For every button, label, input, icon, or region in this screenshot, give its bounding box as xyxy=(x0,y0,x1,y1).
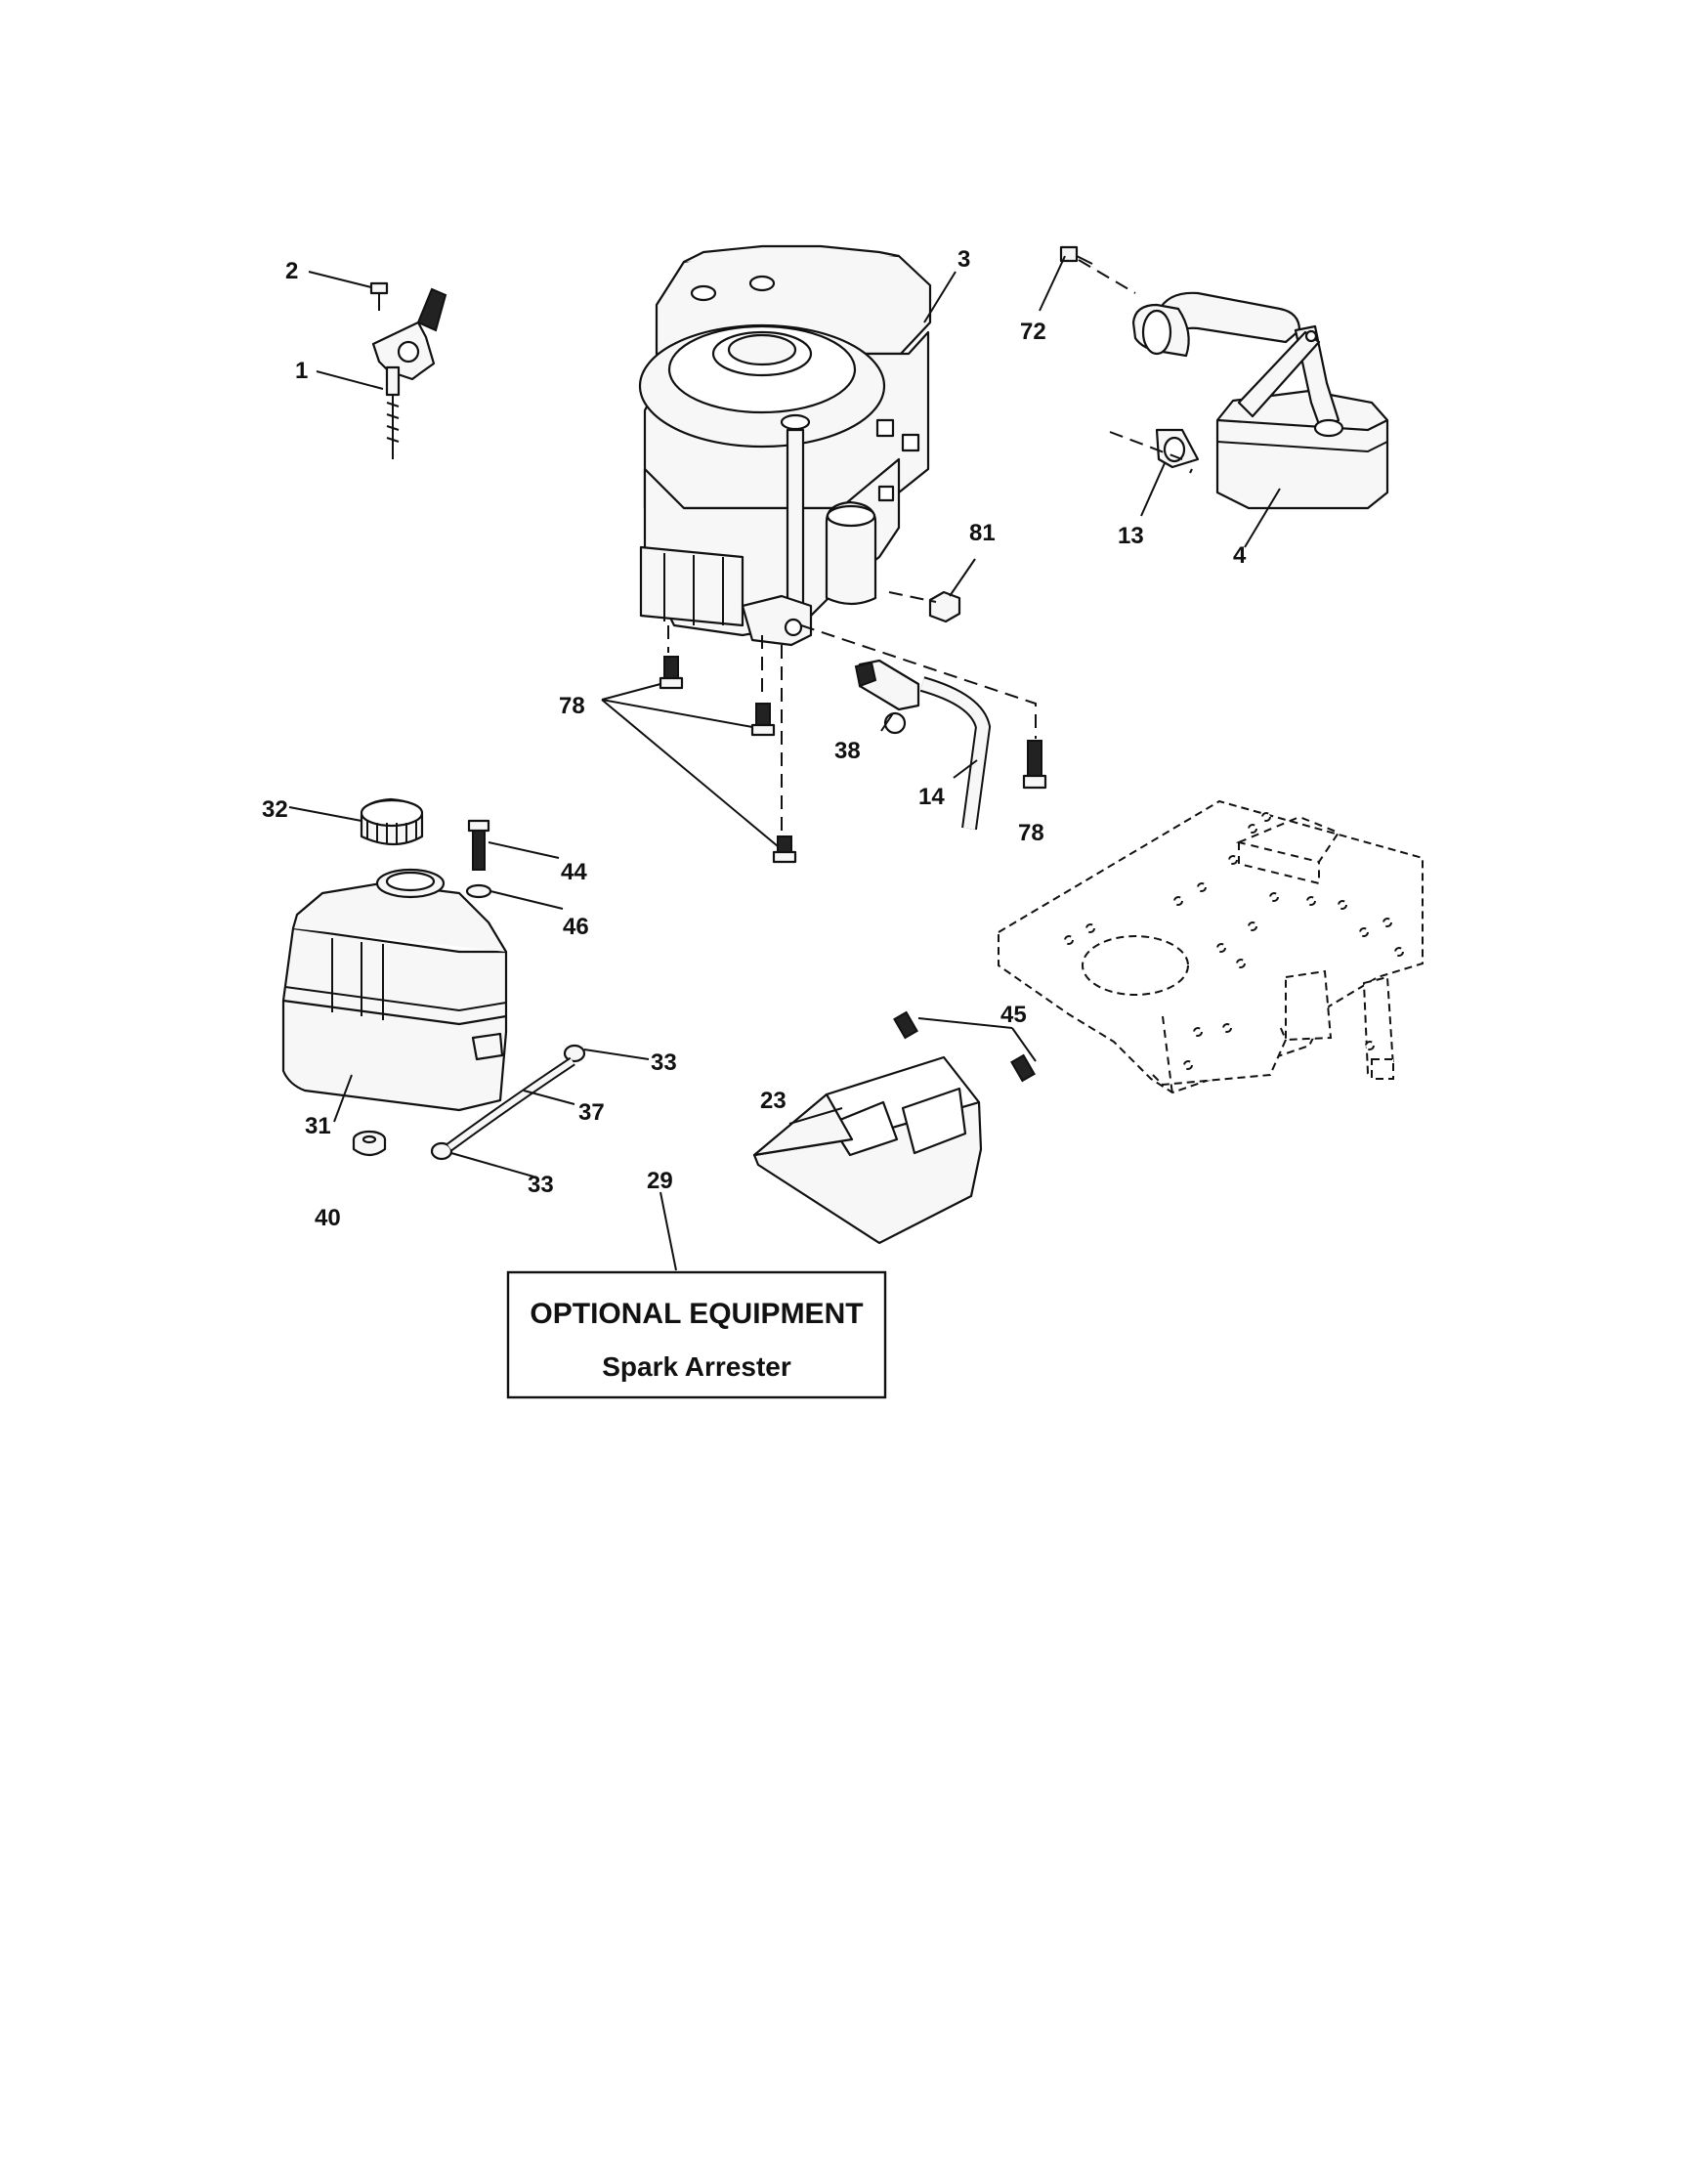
callout-38: 38 xyxy=(834,738,861,764)
callout-33-lower: 33 xyxy=(528,1172,554,1198)
callout-72: 72 xyxy=(1020,319,1046,345)
callout-78-single: 78 xyxy=(1018,820,1044,846)
callout-2: 2 xyxy=(285,258,298,284)
callout-29: 29 xyxy=(647,1168,673,1194)
optional-equipment-title: OPTIONAL EQUIPMENT xyxy=(530,1298,863,1330)
fuel-line-hardware xyxy=(659,590,1047,864)
muffler-assembly xyxy=(1059,245,1389,510)
callout-33-upper: 33 xyxy=(651,1049,677,1076)
callout-13: 13 xyxy=(1118,523,1144,549)
callout-4: 4 xyxy=(1233,542,1247,569)
engine-bolts xyxy=(659,656,1047,864)
callout-32: 32 xyxy=(262,796,288,823)
callout-leader-lines xyxy=(288,255,1281,1271)
fuel-tank-assembly xyxy=(281,797,586,1161)
spark-arrester-label: Spark Arrester xyxy=(602,1351,791,1382)
callout-31: 31 xyxy=(305,1113,331,1139)
callout-81: 81 xyxy=(969,520,996,546)
callout-78-group: 78 xyxy=(559,693,585,719)
heat-shield-bracket xyxy=(752,1010,1036,1245)
callout-23: 23 xyxy=(760,1088,787,1114)
callout-3: 3 xyxy=(957,246,970,273)
callout-40: 40 xyxy=(315,1205,341,1231)
throttle-control-assembly xyxy=(369,281,447,459)
optional-equipment-box: OPTIONAL EQUIPMENT Spark Arrester xyxy=(506,1270,887,1399)
engine-assembly xyxy=(638,244,932,647)
tractor-frame-reference xyxy=(998,799,1424,1095)
callout-1: 1 xyxy=(295,358,308,384)
frame-holes xyxy=(1064,812,1404,1070)
callout-44: 44 xyxy=(561,859,587,885)
callout-46: 46 xyxy=(563,914,589,940)
callout-14: 14 xyxy=(918,784,945,810)
callout-labels: 2 1 3 72 13 4 81 78 38 14 78 32 44 46 33… xyxy=(262,246,1247,1231)
callout-45: 45 xyxy=(1000,1002,1027,1028)
callout-37: 37 xyxy=(578,1099,605,1126)
